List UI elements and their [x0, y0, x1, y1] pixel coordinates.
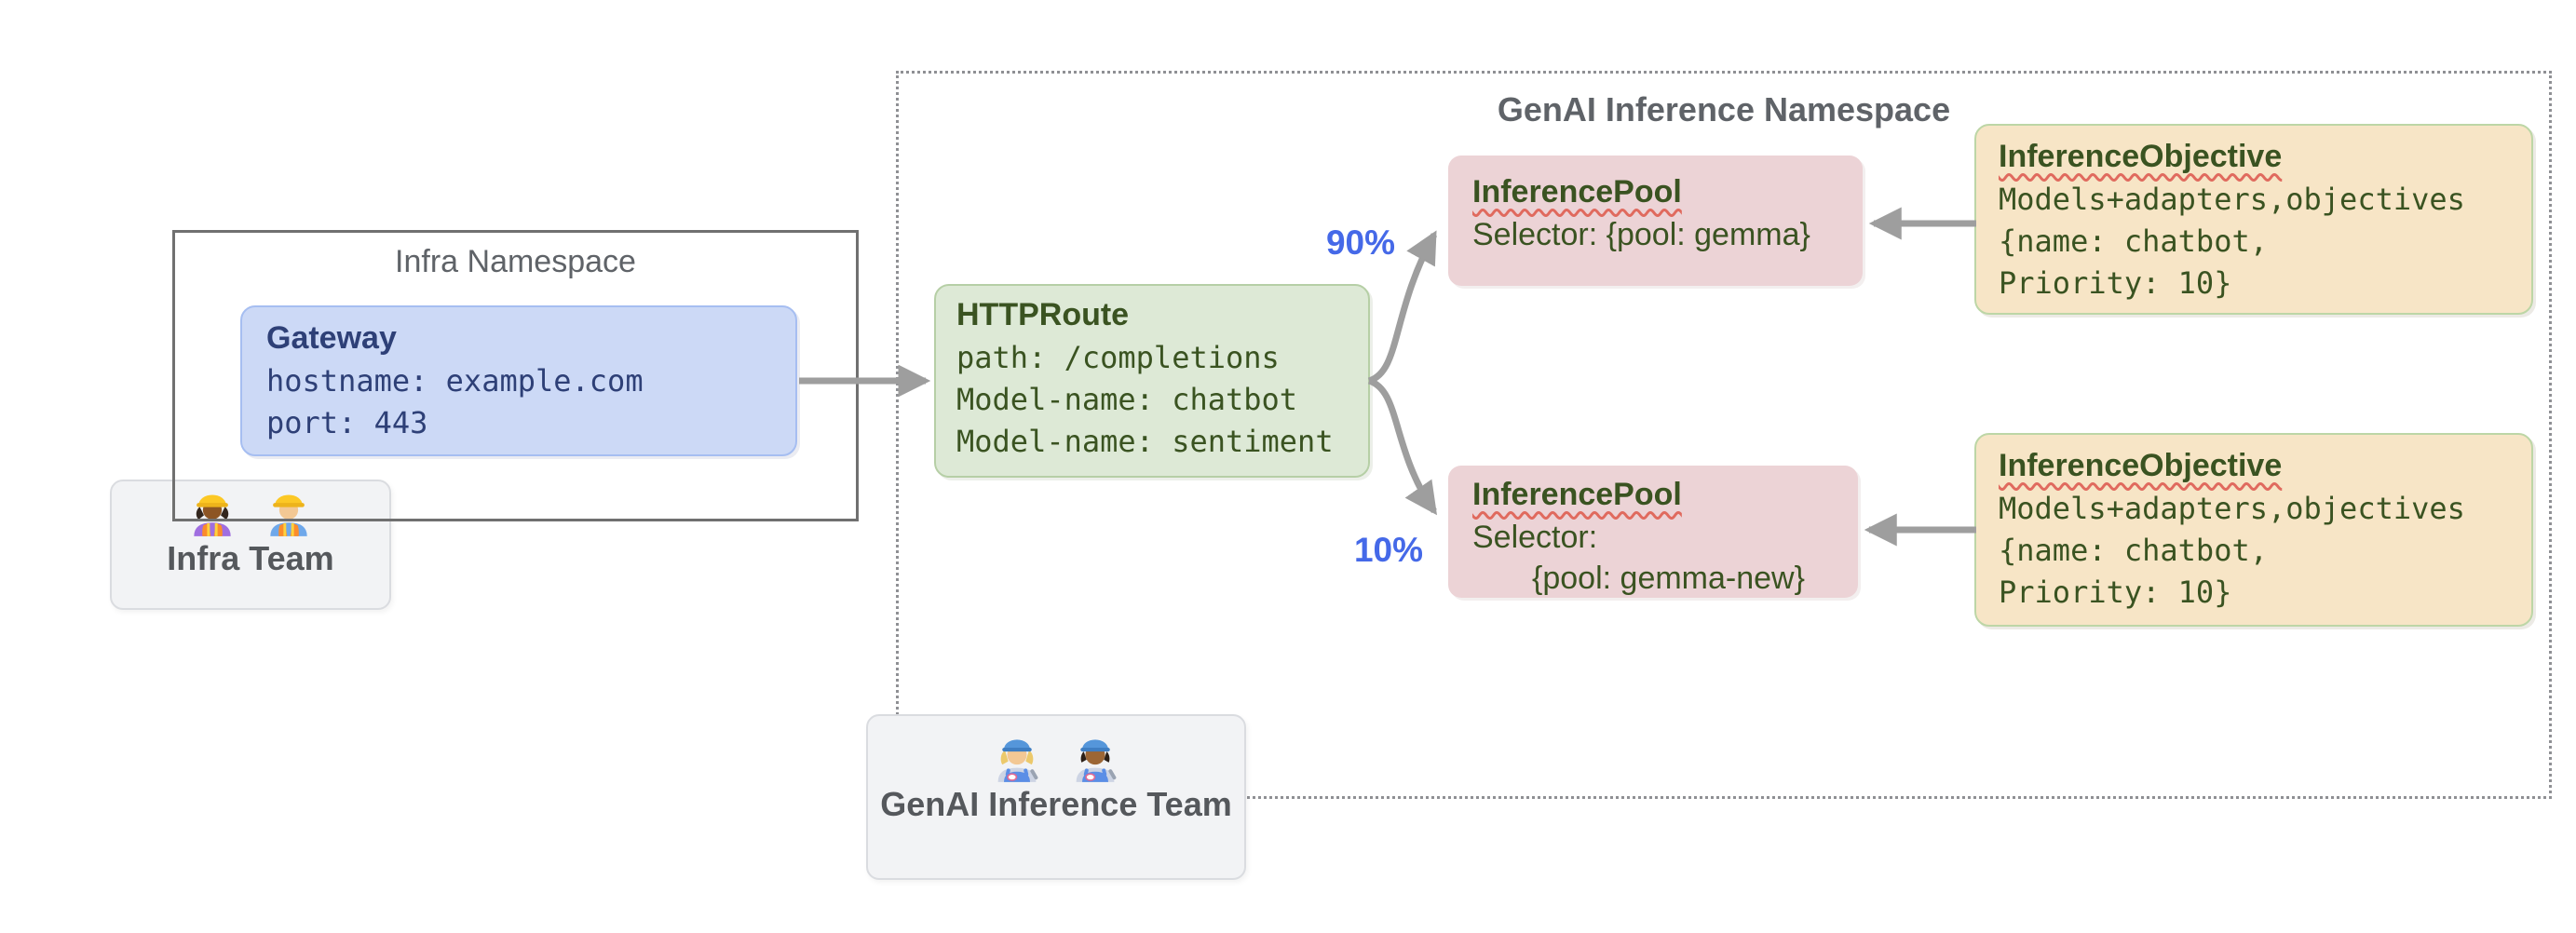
- inference-objective-bottom-line-2: {name: chatbot,: [1999, 533, 2268, 568]
- genai-team-label: GenAI Inference Team: [880, 785, 1232, 823]
- gateway-hostname: hostname: example.com: [266, 363, 644, 399]
- httproute-path: path: /completions: [956, 340, 1280, 375]
- mechanic-man-icon: [1076, 739, 1117, 782]
- genai-namespace-frame: GenAI Inference Namespace: [896, 71, 2552, 799]
- gateway-node: Gateway hostname: example.com port: 443: [240, 305, 797, 456]
- traffic-split-10-label: 10%: [1353, 531, 1424, 569]
- httproute-node: HTTPRoute path: /completions Model-name:…: [934, 284, 1370, 478]
- mechanic-woman-icon: [997, 739, 1038, 782]
- inference-pool-top-node: InferencePool Selector: {pool: gemma}: [1448, 156, 1863, 286]
- httproute-title: HTTPRoute: [956, 297, 1130, 332]
- httproute-model-2: Model-name: sentiment: [956, 424, 1334, 459]
- inference-pool-bottom-selector: Selector:: [1472, 520, 1598, 555]
- inference-pool-top-title: InferencePool: [1472, 174, 1682, 210]
- infra-namespace-frame: Infra Namespace: [172, 230, 859, 521]
- infra-namespace-title: Infra Namespace: [395, 244, 636, 279]
- gateway-title: Gateway: [266, 320, 397, 356]
- inference-pool-top-selector: Selector: {pool: gemma}: [1472, 217, 1810, 252]
- inference-objective-top-title: InferenceObjective: [1999, 139, 2283, 174]
- gateway-port: port: 443: [266, 405, 428, 440]
- inference-pool-bottom-node: InferencePool Selector: {pool: gemma-new…: [1448, 466, 1858, 598]
- inference-objective-bottom-line-1: Models+adapters,objectives: [1999, 491, 2465, 526]
- genai-team-card: GenAI Inference Team: [866, 714, 1246, 880]
- httproute-model-1: Model-name: chatbot: [956, 382, 1298, 417]
- inference-pool-bottom-title: InferencePool: [1472, 477, 1682, 512]
- construction-worker-man-icon: [270, 494, 307, 536]
- infra-team-card: Infra Team: [110, 480, 391, 610]
- traffic-split-90-label: 90%: [1325, 223, 1396, 262]
- genai-team-icons: [868, 731, 1244, 783]
- infra-team-icons: [112, 487, 389, 537]
- infra-team-label: Infra Team: [167, 539, 334, 577]
- construction-worker-woman-icon: [194, 494, 231, 536]
- genai-namespace-title: GenAI Inference Namespace: [1497, 90, 1951, 128]
- inference-pool-bottom-selector-value: {pool: gemma-new}: [1532, 561, 1805, 596]
- inference-objective-top-node: InferenceObjective Models+adapters,objec…: [1974, 124, 2533, 315]
- inference-objective-top-line-2: {name: chatbot,: [1999, 223, 2268, 259]
- inference-objective-bottom-title: InferenceObjective: [1999, 448, 2283, 483]
- inference-objective-top-line-1: Models+adapters,objectives: [1999, 182, 2465, 217]
- inference-objective-bottom-line-3: Priority: 10}: [1999, 575, 2232, 610]
- inference-objective-bottom-node: InferenceObjective Models+adapters,objec…: [1974, 433, 2533, 627]
- inference-objective-top-line-3: Priority: 10}: [1999, 265, 2232, 301]
